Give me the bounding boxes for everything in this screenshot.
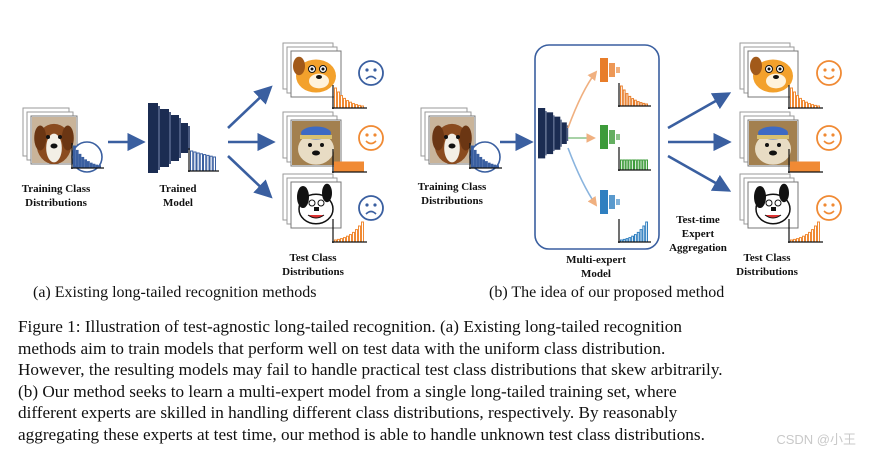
caption-line: (b) Our method seeks to learn a multi-ex…: [18, 381, 677, 401]
panel-b-expert-1-hist: [618, 83, 651, 107]
panel-b-expert-2-hist: [618, 147, 651, 171]
panel-a-outcome-2-icon: [358, 125, 384, 151]
panel-a-training-histogram: [71, 143, 104, 169]
panel-b-test-hist-1: [788, 85, 823, 109]
figure-illustration: [22, 42, 842, 250]
panel-a-test-image-2: [282, 111, 342, 167]
panel-b-branch-bottom: [567, 147, 598, 207]
panel-b-expert-3: [600, 190, 620, 214]
panel-a-test-hist-3: [332, 219, 367, 243]
panel-b-caption: (b) The idea of our proposed method: [489, 284, 725, 301]
caption-line: different experts are skilled in handlin…: [18, 403, 678, 422]
panel-a-training-image: [22, 107, 78, 165]
panel-a-caption: (a) Existing long-tailed recognition met…: [33, 284, 317, 301]
panel-b-arrow-bottom: [667, 154, 732, 192]
panel-b-test-image-2: [739, 111, 799, 167]
panel-a-test-hist-1: [332, 85, 367, 109]
panel-a-outcome-3-icon: [358, 195, 384, 221]
panel-b-training-histogram: [469, 143, 502, 169]
panel-a-trained-model: [148, 103, 190, 173]
panel-a-outcome-1-icon: [358, 60, 384, 86]
panel-b-expert-1: [600, 58, 620, 82]
panel-a-arrow-bottom: [227, 155, 273, 199]
panel-a-test-image-1: [282, 42, 342, 98]
panel-a-test-hist-2: [332, 149, 367, 173]
panel-a-arrow-top: [227, 85, 273, 129]
panel-b-training-image: [420, 107, 476, 165]
panel-b-expert-2: [600, 125, 620, 149]
panel-b-arrow-top: [667, 92, 732, 130]
panel-a-test-image-3: [282, 173, 342, 229]
panel-b-test-hist-3: [788, 219, 823, 243]
panel-b-test-image-3: [739, 173, 799, 229]
caption-line: Figure 1: Illustration of test-agnostic …: [18, 317, 682, 336]
panel-b-expert-3-hist: [618, 219, 651, 243]
watermark: CSDN @小王: [776, 432, 856, 447]
caption-line: However, the resulting models may fail t…: [18, 360, 723, 379]
panel-a-model-histogram: [188, 148, 219, 172]
panel-b-branch-top: [567, 70, 598, 129]
caption-line: methods aim to train models that perform…: [18, 338, 666, 358]
panel-b-outcome-1-icon: [816, 60, 842, 86]
figure-caption: Figure 1: Illustration of test-agnostic …: [18, 316, 854, 445]
panel-b-outcome-3-icon: [816, 195, 842, 221]
panel-b-multi-expert-box: [534, 44, 660, 250]
panel-b-outcome-2-icon: [816, 125, 842, 151]
panel-b-shared-backbone: [538, 108, 569, 159]
caption-line: aggregating these experts at test time, …: [18, 424, 705, 444]
panel-b-test-image-1: [739, 42, 799, 98]
panel-b-test-hist-2: [788, 149, 823, 173]
